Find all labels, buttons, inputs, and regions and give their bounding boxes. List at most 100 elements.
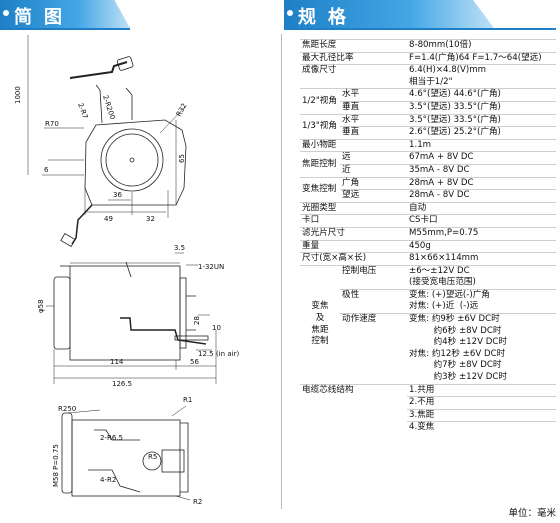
spec-sublabel: 望远 — [340, 189, 407, 203]
spec-row: 2.不用 — [300, 396, 556, 410]
dim-r70: R70 — [45, 120, 59, 128]
dim-32: 32 — [146, 215, 155, 223]
spec-row: 尺寸(宽×高×长)81×66×114mm — [300, 252, 556, 266]
side-view-labels: 3.5 1-32UN φ58 28 10 12.5 (in air) 114 5… — [37, 244, 239, 388]
side-view — [46, 252, 217, 384]
dim-r5: R5 — [148, 453, 157, 461]
banner-underline-left — [0, 28, 130, 30]
spec-value: 28mA + 8V DC — [407, 176, 556, 190]
spec-label: 焦距控制 — [300, 151, 340, 178]
spec-sublabel: 远 — [340, 151, 407, 165]
spec-label: 电缆芯线结构 — [300, 383, 407, 434]
column-divider — [281, 34, 282, 509]
spec-label: 成像尺寸 — [300, 64, 407, 77]
spec-row: 4.变焦 — [300, 421, 556, 434]
lens-drawings: 1000 2-R200 2-R7 R32 R70 6 65 36 49 32 3… — [14, 35, 239, 506]
spec-row: 动作速度变焦: 约9秒 ±6V DC时 约6秒 ±8V DC时 约4秒 ±12V… — [300, 313, 556, 385]
spec-label: 尺寸(宽×高×长) — [300, 252, 407, 266]
dim-36: 36 — [113, 191, 122, 199]
spec-label: 卡口 — [300, 214, 407, 228]
banner-underline-right — [284, 28, 556, 30]
spec-sublabel: 广角 — [340, 176, 407, 190]
dim-56: 56 — [190, 358, 199, 366]
spec-value: 6.4(H)×4.8(V)mm — [407, 64, 556, 77]
section-banner-specs: 规格 — [284, 0, 494, 28]
spec-value: 81×66×114mm — [407, 252, 556, 266]
spec-label: 最大孔径比率 — [300, 51, 407, 65]
spec-value: 1.1m — [407, 138, 556, 152]
spec-row: 相当于1/2" — [300, 77, 556, 89]
section-banner-drawing: 简图 — [0, 0, 130, 28]
specs-title: 规格 — [298, 7, 358, 28]
dim-m58: M58 P=0.75 — [52, 444, 60, 487]
dim-r32: R32 — [175, 102, 189, 118]
dim-r2: R2 — [193, 498, 202, 506]
spec-value: 35mA - 8V DC — [407, 163, 556, 178]
spec-label: 最小物距 — [300, 138, 407, 152]
dim-28: 28 — [193, 316, 201, 325]
bullet-icon — [287, 10, 293, 16]
spec-value: 4.变焦 — [407, 421, 556, 434]
spec-value: ±6～±12V DC (接受宽电压范围) — [407, 264, 556, 290]
spec-sublabel: 控制电压 — [340, 264, 407, 290]
dim-1000: 1000 — [14, 86, 22, 104]
spec-sublabel: 动作速度 — [340, 313, 407, 385]
dim-65: 65 — [178, 154, 186, 163]
bottom-view — [61, 405, 191, 501]
spec-value: 8-80mm(10倍) — [407, 39, 556, 53]
dim-r250: R250 — [58, 405, 76, 413]
spec-row: 3.焦距 — [300, 408, 556, 422]
spec-sublabel: 水平 — [340, 88, 407, 102]
spec-value: 4.6°(望远) 44.6°(广角) — [407, 88, 556, 102]
dim-126-5: 126.5 — [112, 380, 132, 388]
drawing-title: 简图 — [14, 7, 74, 28]
spec-value: 1.共用 — [407, 383, 556, 397]
spec-row: 变焦 及 焦距 控制控制电压±6～±12V DC (接受宽电压范围) — [300, 264, 556, 385]
spec-row: 光圈类型自动 — [300, 201, 556, 215]
spec-value: 变焦: (+)望远(-)广角 对焦: (+)近 (-)远 — [407, 288, 556, 314]
spec-value: 3.5°(望远) 33.5°(广角) — [407, 113, 556, 127]
spec-label: 变焦控制 — [300, 176, 340, 203]
dim-in-air: (in air) — [216, 350, 239, 358]
spec-value: CS卡口 — [407, 214, 556, 228]
spec-label: 1/3"视角 — [300, 113, 340, 140]
spec-value: 自动 — [407, 201, 556, 215]
spec-sublabel: 极性 — [340, 288, 407, 314]
spec-value: M55mm,P=0.75 — [407, 226, 556, 240]
spec-value: 67mA + 8V DC — [407, 151, 556, 165]
spec-sublabel: 垂直 — [340, 100, 407, 115]
spec-value: 2.不用 — [407, 396, 556, 410]
spec-sublabel: 垂直 — [340, 126, 407, 140]
spec-label: 光圈类型 — [300, 201, 407, 215]
dim-phi58: φ58 — [37, 299, 45, 313]
dim-114: 114 — [110, 358, 124, 366]
spec-value: 相当于1/2" — [409, 76, 453, 87]
dim-10: 10 — [212, 324, 221, 332]
spec-sublabel: 近 — [340, 163, 407, 178]
dim-2-r6-5: 2-R6.5 — [100, 434, 123, 442]
spec-value: 变焦: 约9秒 ±6V DC时 约6秒 ±8V DC时 约4秒 ±12V DC时… — [407, 313, 556, 385]
spec-label: 重量 — [300, 239, 407, 253]
spec-value: F=1.4(广角)64 F=1.7～64(望远) — [407, 51, 556, 65]
spec-value: 450g — [407, 239, 556, 253]
spec-label: 滤光片尺寸 — [300, 226, 407, 240]
bullet-icon — [3, 10, 9, 16]
spec-label: 焦距长度 — [300, 39, 407, 53]
dim-4-r2: 4-R2 — [100, 476, 116, 484]
dim-3-5: 3.5 — [174, 244, 185, 252]
spec-row: 极性变焦: (+)望远(-)广角 对焦: (+)近 (-)远 — [300, 288, 556, 314]
spec-value: 3.焦距 — [407, 408, 556, 422]
spec-sublabel: 水平 — [340, 113, 407, 127]
